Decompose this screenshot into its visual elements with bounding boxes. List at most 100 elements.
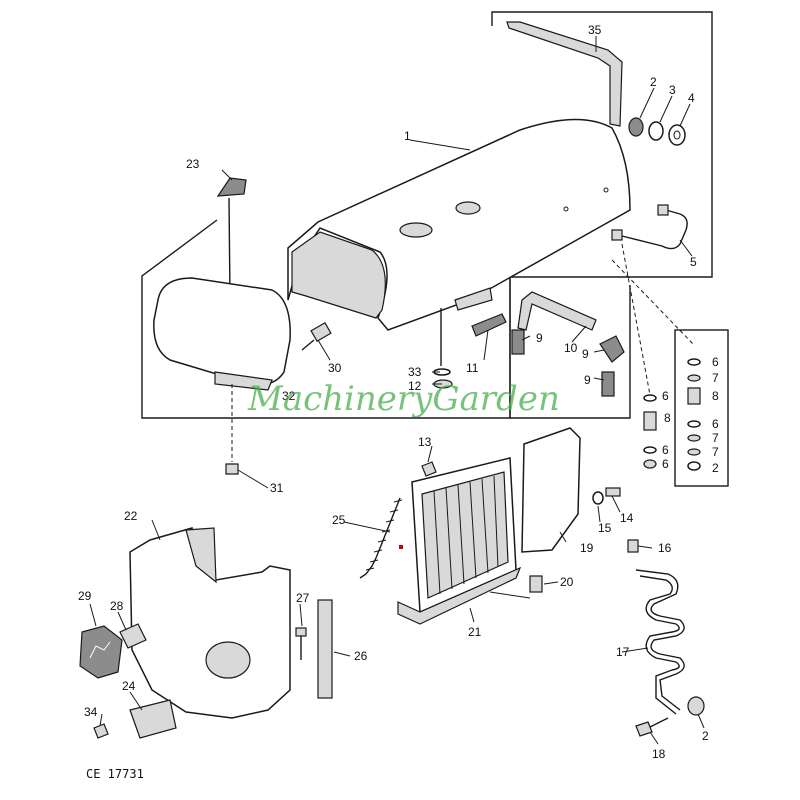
rubber-pad-part xyxy=(601,371,615,397)
washer-part xyxy=(648,121,664,141)
callout-25: 25 xyxy=(332,513,346,527)
seal-strip-part xyxy=(317,599,333,699)
callout-7: 7 xyxy=(712,445,719,459)
washer-part xyxy=(687,358,701,366)
bolt-part xyxy=(295,627,307,637)
callout-12: 12 xyxy=(408,379,422,393)
hood-hole xyxy=(603,187,609,193)
leader-line xyxy=(611,259,695,346)
callout-5: 5 xyxy=(690,255,697,269)
washer-part xyxy=(668,124,686,146)
grille-slats xyxy=(433,475,499,595)
spacer-part xyxy=(529,575,543,593)
callout-4: 4 xyxy=(688,91,695,105)
callout-16: 16 xyxy=(658,541,672,555)
callout-3: 3 xyxy=(669,83,676,97)
callout-29: 29 xyxy=(78,589,92,603)
callout-leaders xyxy=(89,36,705,745)
callout-2: 2 xyxy=(650,75,657,89)
callout-9: 9 xyxy=(584,373,591,387)
callout-14: 14 xyxy=(620,511,634,525)
spring-coils xyxy=(365,499,403,571)
seal-strip-part xyxy=(506,21,623,127)
hood-opening xyxy=(455,201,481,215)
callout-6: 6 xyxy=(662,457,669,471)
leader-line xyxy=(621,243,651,396)
callout-2: 2 xyxy=(712,461,719,475)
callout-33: 33 xyxy=(408,365,422,379)
washer-part xyxy=(687,420,701,428)
watermark-text: MachineryGarden xyxy=(247,379,560,419)
washer-part xyxy=(643,394,657,402)
callout-24: 24 xyxy=(122,679,136,693)
nut-part xyxy=(421,461,437,477)
nut-part xyxy=(643,459,657,469)
hood-inner-panel xyxy=(291,231,386,319)
emblem-part xyxy=(79,625,123,679)
callout-11: 11 xyxy=(466,361,479,375)
washer-part xyxy=(643,446,657,454)
callout-19: 19 xyxy=(580,541,594,555)
callout-28: 28 xyxy=(110,599,124,613)
leader-line xyxy=(489,591,531,599)
rubber-pad-part xyxy=(599,335,625,363)
hood-hole xyxy=(563,206,569,212)
callout-15: 15 xyxy=(598,521,612,535)
washer-part xyxy=(687,448,701,456)
bolt-part xyxy=(649,717,669,728)
air-cleaner-base xyxy=(214,371,273,391)
emblem-deer xyxy=(89,641,111,659)
callout-32: 32 xyxy=(282,389,296,403)
bracket-strip-part xyxy=(517,291,597,331)
callout-13: 13 xyxy=(418,435,432,449)
callout-6: 6 xyxy=(712,417,719,431)
callout-2: 2 xyxy=(702,729,709,743)
bracket-part xyxy=(129,699,177,739)
callout-17: 17 xyxy=(616,645,630,659)
callout-1: 1 xyxy=(404,129,411,143)
bolt-part xyxy=(687,387,701,405)
nut-part xyxy=(687,461,701,471)
callout-8: 8 xyxy=(664,411,671,425)
bolt-part xyxy=(310,321,332,343)
callout-7: 7 xyxy=(712,371,719,385)
callout-31: 31 xyxy=(270,481,284,495)
bolt-part xyxy=(627,539,639,553)
grille-housing-tab xyxy=(185,527,217,584)
hood-part xyxy=(287,118,631,331)
callout-35: 35 xyxy=(588,23,602,37)
fastener-stack-frame xyxy=(674,329,729,487)
side-panel-part xyxy=(521,427,581,553)
coolant-tube-part xyxy=(635,569,685,711)
callout-7: 7 xyxy=(712,431,719,445)
washer-hole xyxy=(673,130,681,140)
pad-part xyxy=(471,313,507,337)
callout-20: 20 xyxy=(560,575,574,589)
housing-opening xyxy=(205,641,251,679)
rubber-pad-part xyxy=(511,329,525,355)
callout-27: 27 xyxy=(296,591,310,605)
screw-part xyxy=(225,463,239,475)
grille-base-part xyxy=(397,566,522,625)
callout-18: 18 xyxy=(652,747,666,761)
u-bolt-part xyxy=(621,209,688,250)
callout-9: 9 xyxy=(536,331,543,345)
callout-6: 6 xyxy=(662,443,669,457)
hood-tab xyxy=(454,287,493,311)
callout-22: 22 xyxy=(124,509,138,523)
bolt-part xyxy=(635,721,653,737)
washer-part xyxy=(592,491,604,505)
nut-part xyxy=(687,696,705,716)
callout-21: 21 xyxy=(468,625,482,639)
nut-part xyxy=(611,229,623,241)
callout-8: 8 xyxy=(712,389,719,403)
callout-6: 6 xyxy=(712,355,719,369)
damage-marker xyxy=(399,545,403,549)
callout-26: 26 xyxy=(354,649,368,663)
callout-6: 6 xyxy=(662,389,669,403)
washer-part xyxy=(687,374,701,382)
bolt-part xyxy=(301,339,315,351)
hood-opening xyxy=(399,222,433,238)
nut-part xyxy=(657,204,669,216)
